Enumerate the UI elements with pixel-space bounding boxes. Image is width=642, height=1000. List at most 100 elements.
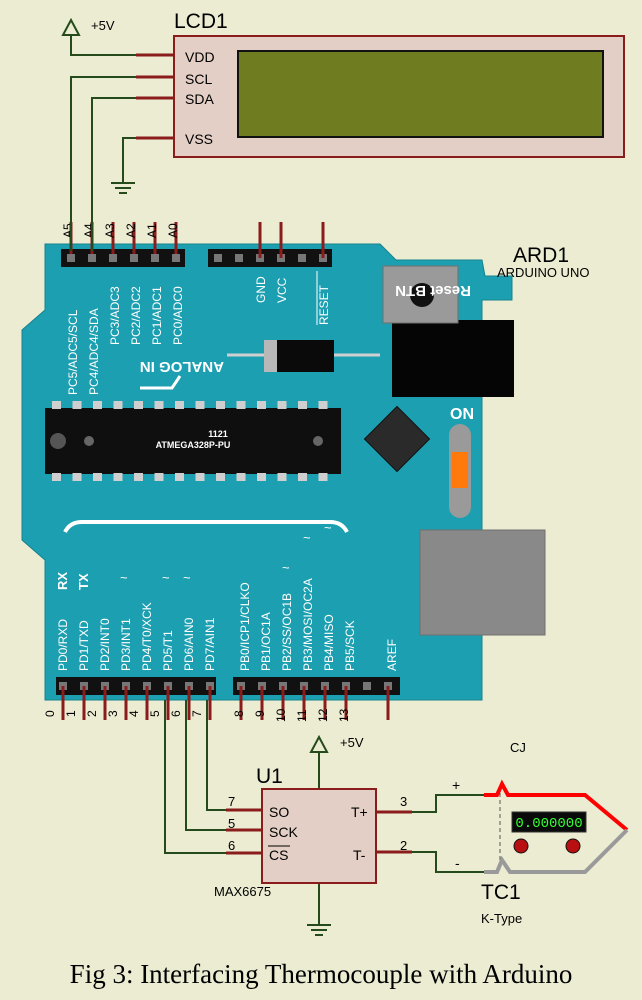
svg-text:SDA: SDA [185, 91, 214, 107]
svg-text:2: 2 [85, 710, 99, 717]
chip-leg-bottom [257, 473, 266, 481]
cj-label: CJ [510, 740, 526, 755]
svg-text:PD1/TXD: PD1/TXD [77, 620, 91, 671]
thermocouple-display-value: 0.000000 [515, 816, 582, 832]
svg-text:PD7/AIN1: PD7/AIN1 [203, 617, 217, 671]
tx-label: TX [76, 573, 91, 590]
svg-text:11: 11 [295, 709, 309, 722]
svg-text:+: + [452, 777, 460, 793]
svg-text:RESET: RESET [317, 284, 331, 325]
chip-leg-bottom [318, 473, 328, 481]
svg-text:A1: A1 [145, 223, 159, 238]
svg-text:T-: T- [353, 847, 366, 863]
analog-in-label: ANALOG IN [140, 358, 224, 375]
tc-ref: TC1 [481, 881, 521, 904]
svg-text:-: - [455, 855, 460, 871]
analog-pin-labels: PC5/ADC5/SCL PC4/ADC4/SDA PC3/ADC3 PC2/A… [66, 286, 185, 395]
power-pin-socket [214, 254, 222, 262]
chip-leg-bottom [113, 473, 123, 481]
pin-numbers-right: 8 9 10 11 12 13 [232, 708, 351, 722]
svg-text:PB1/OC1A: PB1/OC1A [259, 612, 273, 671]
chip-leg-top [154, 401, 164, 409]
aref-label: AREF [385, 639, 399, 671]
svg-text:13: 13 [337, 708, 351, 722]
svg-text:VSS: VSS [185, 131, 213, 147]
svg-text:PC0/ADC0: PC0/ADC0 [171, 286, 185, 345]
svg-text:10: 10 [274, 708, 288, 722]
ground-symbol-u1 [307, 924, 331, 936]
chip-leg-bottom [93, 473, 102, 481]
svg-text:PC2/ADC2: PC2/ADC2 [129, 286, 143, 345]
usb-connector [419, 529, 546, 636]
chip-leg-bottom [72, 473, 82, 481]
svg-text:VDD: VDD [185, 49, 215, 65]
svg-text:PD6/AIN0: PD6/AIN0 [182, 617, 196, 671]
pwm-marks-right: ~ ~ ~ [282, 520, 332, 575]
lcd-ref: LCD1 [174, 10, 228, 33]
chip-leg-top [113, 401, 123, 409]
svg-text:5: 5 [228, 816, 235, 831]
atmega-chip [45, 408, 341, 474]
svg-text:0: 0 [43, 710, 57, 717]
svg-text:~: ~ [282, 560, 290, 575]
svg-text:1: 1 [64, 710, 78, 717]
svg-text:5: 5 [148, 710, 162, 717]
analog-pin-socket [151, 254, 159, 262]
max6675-chip [261, 788, 377, 884]
analog-pin-socket [109, 254, 117, 262]
svg-text:3: 3 [106, 710, 120, 717]
arduino-model: ARDUINO UNO [497, 265, 589, 280]
analog-pin-socket [67, 254, 75, 262]
svg-text:A2: A2 [124, 223, 138, 238]
svg-text:PD4/T0/XCK: PD4/T0/XCK [140, 602, 154, 671]
svg-text:CS: CS [269, 847, 288, 863]
power-pin-socket [298, 254, 306, 262]
svg-text:3: 3 [400, 794, 407, 809]
display-button-up[interactable] [565, 838, 581, 854]
svg-text:PB5/SCK: PB5/SCK [343, 620, 357, 671]
reset-label: Reset BTN [395, 282, 471, 299]
svg-text:GND: GND [254, 276, 268, 303]
power-header [208, 249, 332, 267]
svg-text:SCK: SCK [269, 824, 298, 840]
chip-leg-top [72, 401, 82, 409]
chip-leg-top [134, 401, 143, 409]
svg-text:~: ~ [183, 570, 191, 585]
power-symbol-top: +5V [61, 17, 115, 36]
chip-leg-top [257, 401, 266, 409]
chip-label: ATMEGA328P-PU [156, 440, 231, 450]
digital-header-right [233, 677, 400, 695]
chip-leg-bottom [195, 473, 205, 481]
thermocouple: 0.000000 + - CJ TC1 K-Type [452, 740, 629, 926]
svg-text:PD2/INT0: PD2/INT0 [98, 618, 112, 671]
chip-leg-bottom [216, 473, 225, 481]
display-button-down[interactable] [513, 838, 529, 854]
max6675-pins: SO SCK CS T+ T- 7 5 6 3 2 [228, 794, 407, 863]
analog-pin-socket [172, 254, 180, 262]
pin-numbers-left: 0 1 2 3 4 5 6 7 [43, 710, 204, 717]
tc-type: K-Type [481, 911, 522, 926]
analog-header [61, 249, 185, 267]
chip-code: 1121 [208, 429, 228, 439]
thermocouple-display [511, 811, 587, 833]
svg-text:PD0/RXD: PD0/RXD [56, 619, 70, 671]
power-led [452, 452, 468, 488]
chip-leg-bottom [298, 473, 307, 481]
chip-leg-top [318, 401, 328, 409]
svg-text:A4: A4 [82, 223, 96, 238]
svg-text:~: ~ [303, 530, 311, 545]
svg-text:+5V: +5V [340, 735, 364, 750]
svg-text:VCC: VCC [275, 277, 289, 303]
svg-text:12: 12 [316, 708, 330, 722]
svg-text:PB2/SS/OC1B: PB2/SS/OC1B [280, 593, 294, 671]
analog-header-labels: A5 A4 A3 A2 A1 A0 [61, 223, 180, 238]
lcd-screen [237, 50, 604, 138]
chip-leg-bottom [52, 473, 61, 481]
on-label: ON [450, 406, 474, 423]
svg-text:A0: A0 [166, 223, 180, 238]
svg-text:PB0/ICP1/CLKO: PB0/ICP1/CLKO [238, 582, 252, 671]
digital-header-left [56, 677, 216, 695]
svg-text:A3: A3 [103, 223, 117, 238]
chip-leg-top [236, 401, 246, 409]
